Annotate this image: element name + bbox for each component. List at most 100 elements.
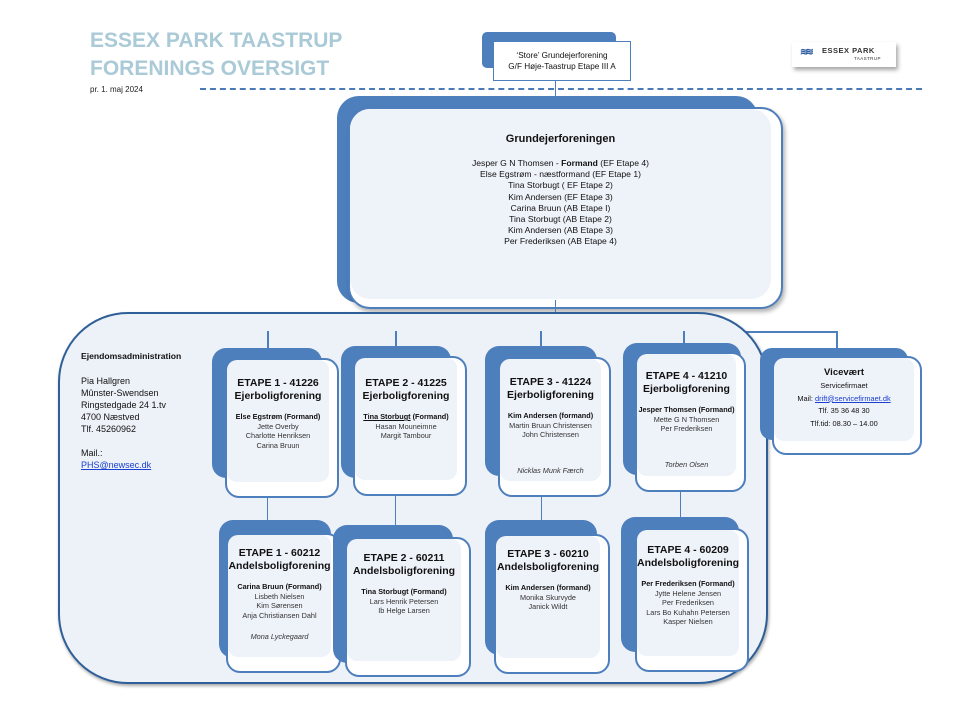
member-name: Per Frederiksen (AB Etape 4) [504, 236, 617, 247]
chair-name: Else Egstrøm (Formand) [235, 412, 321, 421]
vicevaert-box: Vicevært Servicefirmaet Mail: drift@serv… [772, 356, 922, 455]
card-title: ETAPE 4 - 60209 [647, 544, 729, 556]
card-subtitle: Andelsboligforening [228, 560, 331, 572]
member-name: Tina Storbugt (AB Etape 2) [509, 214, 612, 225]
card-subtitle: Andelsboligforening [496, 561, 600, 573]
card-substitute: Mona Lyckegaard [250, 632, 309, 641]
chair-name: Kim Andersen (formand) [507, 411, 594, 420]
grundejer-member: Else Egstrøm - næstformand (EF Etape 1) [350, 169, 771, 180]
card-member: Monika Skurvyde [520, 592, 576, 602]
connector-line [836, 331, 838, 351]
card-member: Anja Christiansen Dahl [242, 610, 317, 620]
logo-wave-icon: ≋≋ [800, 47, 814, 58]
grundejer-member-list: Jesper G N Thomsen - Formand (EF Etape 4… [350, 158, 771, 248]
grundejer-member: Jesper G N Thomsen - Formand (EF Etape 4… [350, 158, 771, 169]
grundejer-member: Tina Storbugt ( EF Etape 2) [350, 180, 771, 191]
card-member: Per Frederiksen [662, 598, 714, 607]
dashed-divider [200, 88, 922, 90]
card-chair: Kim Andersen (formand) [496, 583, 600, 593]
member-name: Else Egstrøm - næstformand (EF Etape 1) [480, 169, 641, 180]
member-name: Kim Andersen (AB Etape 3) [507, 225, 614, 236]
connector-line [540, 331, 542, 351]
card-chair: Carina Bruun (Formand) [228, 582, 331, 592]
member-role: Formand [561, 158, 598, 168]
card-subtitle: Ejerboligforening [507, 389, 594, 401]
admin-line: Ringstedgade 24 1.tv [81, 400, 167, 410]
vicevaert-phone: Tlf. 35 36 48 30 [818, 406, 870, 415]
grundejer-member: Per Frederiksen (AB Etape 4) [350, 236, 771, 247]
connector-line [267, 331, 269, 351]
card-subtitle: Ejerboligforening [643, 383, 730, 395]
date-label: pr. 1. maj 2024 [90, 85, 143, 94]
grundejerforeningen-box: Grundejerforeningen Jesper G N Thomsen -… [348, 107, 783, 309]
admin-line: Pia Hallgren [81, 376, 131, 386]
ejendomsadministration-block: Ejendomsadministration Pia Hallgren Mûns… [81, 350, 181, 471]
chair-name: Per Frederiksen (Formand) [641, 579, 735, 588]
member-name: Carina Bruun (AB Etape I) [510, 202, 611, 213]
vicevaert-mail-link[interactable]: drift@servicefirmaet.dk [814, 393, 891, 403]
admin-line: Mûnster-Swendsen [81, 388, 159, 398]
admin-mail-link[interactable]: PHS@newsec.dk [81, 460, 152, 470]
logo: ≋≋ ESSEX PARK TAASTRUP [792, 42, 896, 67]
chair-name: Carina Bruun (Formand) [237, 582, 322, 591]
card-chair: Per Frederiksen (Formand) [637, 579, 739, 589]
chair-name: Jesper Thomsen (Formand) [638, 405, 735, 414]
member-note: (EF Etape 4) [597, 158, 650, 168]
connector-line [680, 490, 681, 519]
admin-title: Ejendomsadministration [81, 351, 182, 361]
card-member: Margit Tambour [380, 431, 432, 440]
card-member: Janick Wildt [528, 602, 568, 611]
grundejer-member: Kim Andersen (EF Etape 3) [350, 192, 771, 203]
connector-line [395, 331, 397, 351]
card-title: ETAPE 3 - 60210 [507, 548, 589, 560]
card-member: John Christensen [522, 430, 579, 439]
card-subtitle: Andelsboligforening [637, 557, 740, 569]
vicevaert-title: Vicevært [824, 367, 864, 378]
card-member: Jette Overby [257, 421, 299, 431]
card-member: Kim Sørensen [256, 601, 303, 610]
card-member: Lisbeth Nielsen [254, 591, 305, 601]
connector-line [683, 331, 685, 347]
card-chair: Tina Storbugt (Formand) [355, 412, 457, 422]
card-title: ETAPE 3 - 41224 [509, 376, 592, 388]
chair-name: Tina Storbugt (Formand) [361, 587, 447, 596]
card-member: Martin Bruun Christensen [509, 420, 592, 430]
store-line1: ‘Store’ Grundejerforening [516, 51, 608, 60]
card-chair: Else Egstrøm (Formand) [227, 412, 329, 422]
connector-line [541, 495, 542, 521]
store-line2: G/F Høje-Taastrup Etape III A [508, 62, 616, 71]
grundejer-member: Tina Storbugt (AB Etape 2) [350, 214, 771, 225]
connector-line [395, 495, 396, 537]
card-chair: Jesper Thomsen (Formand) [637, 405, 736, 415]
page-title-line2: FORENINGS OVERSIGT [90, 57, 330, 80]
card-member: Per Frederiksen [660, 424, 713, 433]
logo-text: ESSEX PARK [822, 46, 875, 55]
grundejer-member: Kim Andersen (AB Etape 3) [350, 225, 771, 236]
chair-name: Kim Andersen (formand) [505, 583, 591, 592]
vicevaert-hours: Tlf.tid: 08.30 – 14.00 [810, 418, 878, 428]
chair-name: Tina Storbugt [363, 412, 411, 421]
card-substitute: Nicklas Munk Færch [517, 465, 584, 475]
admin-line: Tlf. 45260962 [81, 424, 137, 434]
card-member: Hasan Mouneimne [375, 421, 437, 431]
card-member: Lars Bo Kuhahn Petersen [646, 607, 730, 617]
card-member: Jytte Helene Jensen [654, 588, 722, 598]
card-title: ETAPE 2 - 60211 [363, 552, 445, 564]
card-title: ETAPE 2 - 41225 [365, 377, 447, 389]
card-title: ETAPE 1 - 60212 [238, 547, 321, 559]
chair-role: (Formand) [410, 412, 449, 421]
card-member: Carina Bruun [256, 440, 300, 450]
vicevaert-mail-label: Mail: [797, 393, 815, 403]
card-member: Kasper Nielsen [663, 617, 713, 626]
admin-line: 4700 Næstved [81, 412, 140, 422]
card-title: ETAPE 4 - 41210 [645, 370, 728, 382]
member-name: Jesper G N Thomsen - [471, 158, 562, 168]
logo-subtext: TAASTRUP [854, 56, 881, 61]
card-member: Charlotte Henriksen [245, 431, 311, 440]
